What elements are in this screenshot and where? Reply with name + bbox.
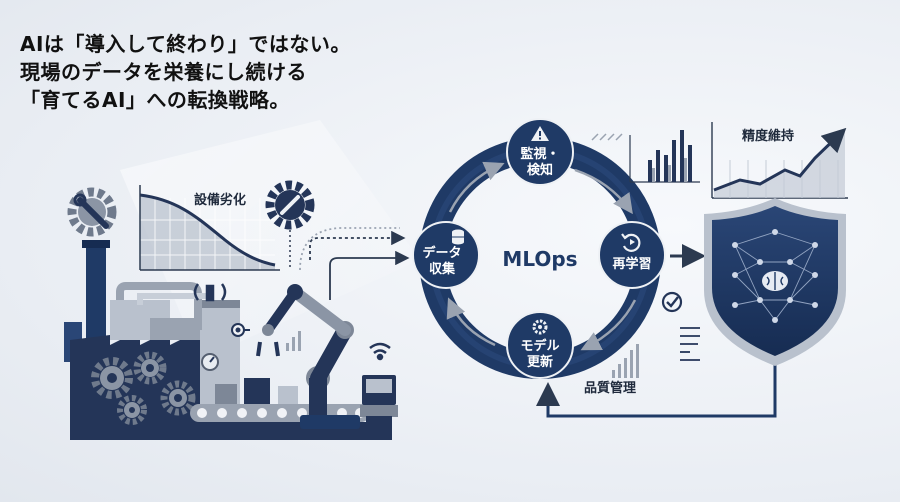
node-update-label-2: 更新: [527, 354, 553, 370]
precision-chart: 精度維持: [711, 122, 848, 199]
factory-building: [70, 330, 200, 440]
headline: AIは「導入して終わり」ではない。 現場のデータを栄養にし続ける 「育てるAI」…: [20, 30, 351, 114]
gear-icon: [133, 351, 167, 385]
control-terminal: [360, 375, 398, 440]
gear-icon: [160, 380, 196, 416]
node-update-label-1: モデル: [520, 338, 559, 354]
node-monitor-label-2: 検知: [527, 162, 553, 178]
node-update: モデル 更新: [506, 311, 574, 379]
check-circle-icon: [661, 291, 683, 313]
bar-chart-small: [591, 130, 700, 183]
quality-panel: 品質管理: [584, 291, 700, 396]
quality-label: 品質管理: [584, 380, 636, 396]
precision-label: 精度維持: [742, 128, 794, 144]
wrench-gear-icon: [67, 187, 117, 237]
factory: [64, 240, 398, 440]
node-collect-label-2: 収集: [429, 261, 456, 277]
robot-arm: [256, 284, 360, 429]
shield-brain-icon: [704, 198, 846, 366]
node-retrain-label: 再学習: [612, 256, 651, 272]
signal-icon: [193, 283, 227, 302]
gear-icon: [117, 395, 147, 425]
gear-wrench-icon: [265, 180, 315, 230]
refresh-icon: [621, 233, 641, 252]
chimney: [86, 246, 106, 342]
node-monitor-label-1: 監視・: [520, 146, 559, 162]
headline-line-3: 「育てるAI」への転換戦略。: [20, 88, 290, 112]
mlops-cycle: MLOps 監視・ 検知 再学習: [412, 118, 666, 379]
node-retrain: 再学習: [598, 221, 666, 289]
headline-line-1: AIは「導入して終わり」ではない。: [20, 32, 351, 56]
gear-icon: [532, 319, 548, 335]
wifi-icon: [369, 342, 391, 361]
node-collect: データ 収集: [412, 221, 480, 289]
node-monitor: 監視・ 検知: [506, 118, 574, 186]
node-collect-label-1: データ: [422, 245, 461, 261]
cycle-direction-arrows: [446, 161, 637, 351]
data-flow-arrows: [299, 227, 410, 300]
database-icon: [452, 229, 464, 245]
mini-bar-chart: [286, 331, 301, 351]
feedback-arrow: [536, 362, 777, 418]
gear-icon: [91, 357, 133, 399]
warning-icon: [531, 126, 549, 141]
cycle-center-label: MLOps: [502, 247, 577, 271]
degradation-chart: 設備劣化: [139, 185, 280, 271]
headline-line-2: 現場のデータを栄養にし続ける: [20, 60, 307, 84]
degradation-label: 設備劣化: [194, 192, 246, 208]
